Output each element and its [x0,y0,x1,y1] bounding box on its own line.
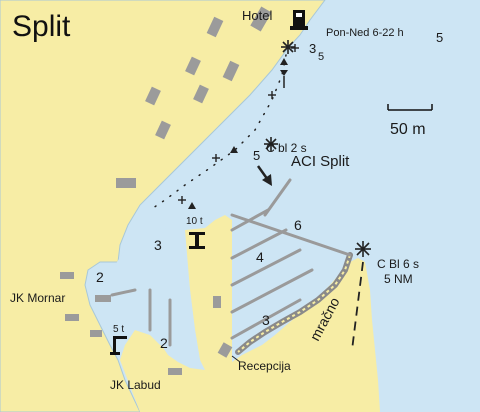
breakwater-edge [237,254,351,353]
hotel-label: Hotel [242,8,272,23]
inner-basin [108,228,200,362]
crane-icon-small [110,336,127,355]
light-star-icon [264,40,371,257]
fuel-pump-icon [290,10,308,30]
map-title: Split [12,10,71,43]
pontoons [110,178,352,347]
light-marina-label: C bl 2 s [266,141,307,155]
scale-bar [387,104,433,111]
reception-label: Recepcija [238,359,291,373]
buildings [60,6,272,375]
crane-large-label: 10 t [186,216,203,227]
depth-inner-basin: 3 [154,237,162,253]
land-coast [0,0,326,412]
crane-small-label: 5 t [113,324,124,335]
central-mole [185,215,232,370]
light-breakwater-label: C Bl 6 s [377,257,419,271]
crane-icon [189,232,205,249]
depth-basin-b: 4 [256,249,264,265]
depth-mornar-basin: 2 [96,269,104,285]
depth-basin-c: 3 [262,312,270,328]
club-mornar-label: JK Mornar [10,291,65,305]
club-labud-label: JK Labud [110,378,161,392]
depth-entrance: 5 [253,148,260,163]
channel-marker-icon [188,58,288,209]
reception-leader [231,355,241,363]
scale-bar-label: 50 m [390,121,426,138]
current-arrow-icon [256,165,272,186]
obstruction-cross-icon [178,44,299,204]
depth-basin-a: 6 [294,217,302,233]
depth-fuel-1: 3 [309,41,316,56]
depth-fuel-2: 5 [318,51,324,63]
light-range-label: 5 NM [384,272,413,286]
land-south [120,258,380,412]
depth-labud-basin: 2 [160,335,168,351]
depth-open-sea: 5 [436,30,443,45]
fuel-hours-label: Pon-Ned 6-22 h [326,27,404,39]
marina-name-label: ACI Split [291,153,350,170]
